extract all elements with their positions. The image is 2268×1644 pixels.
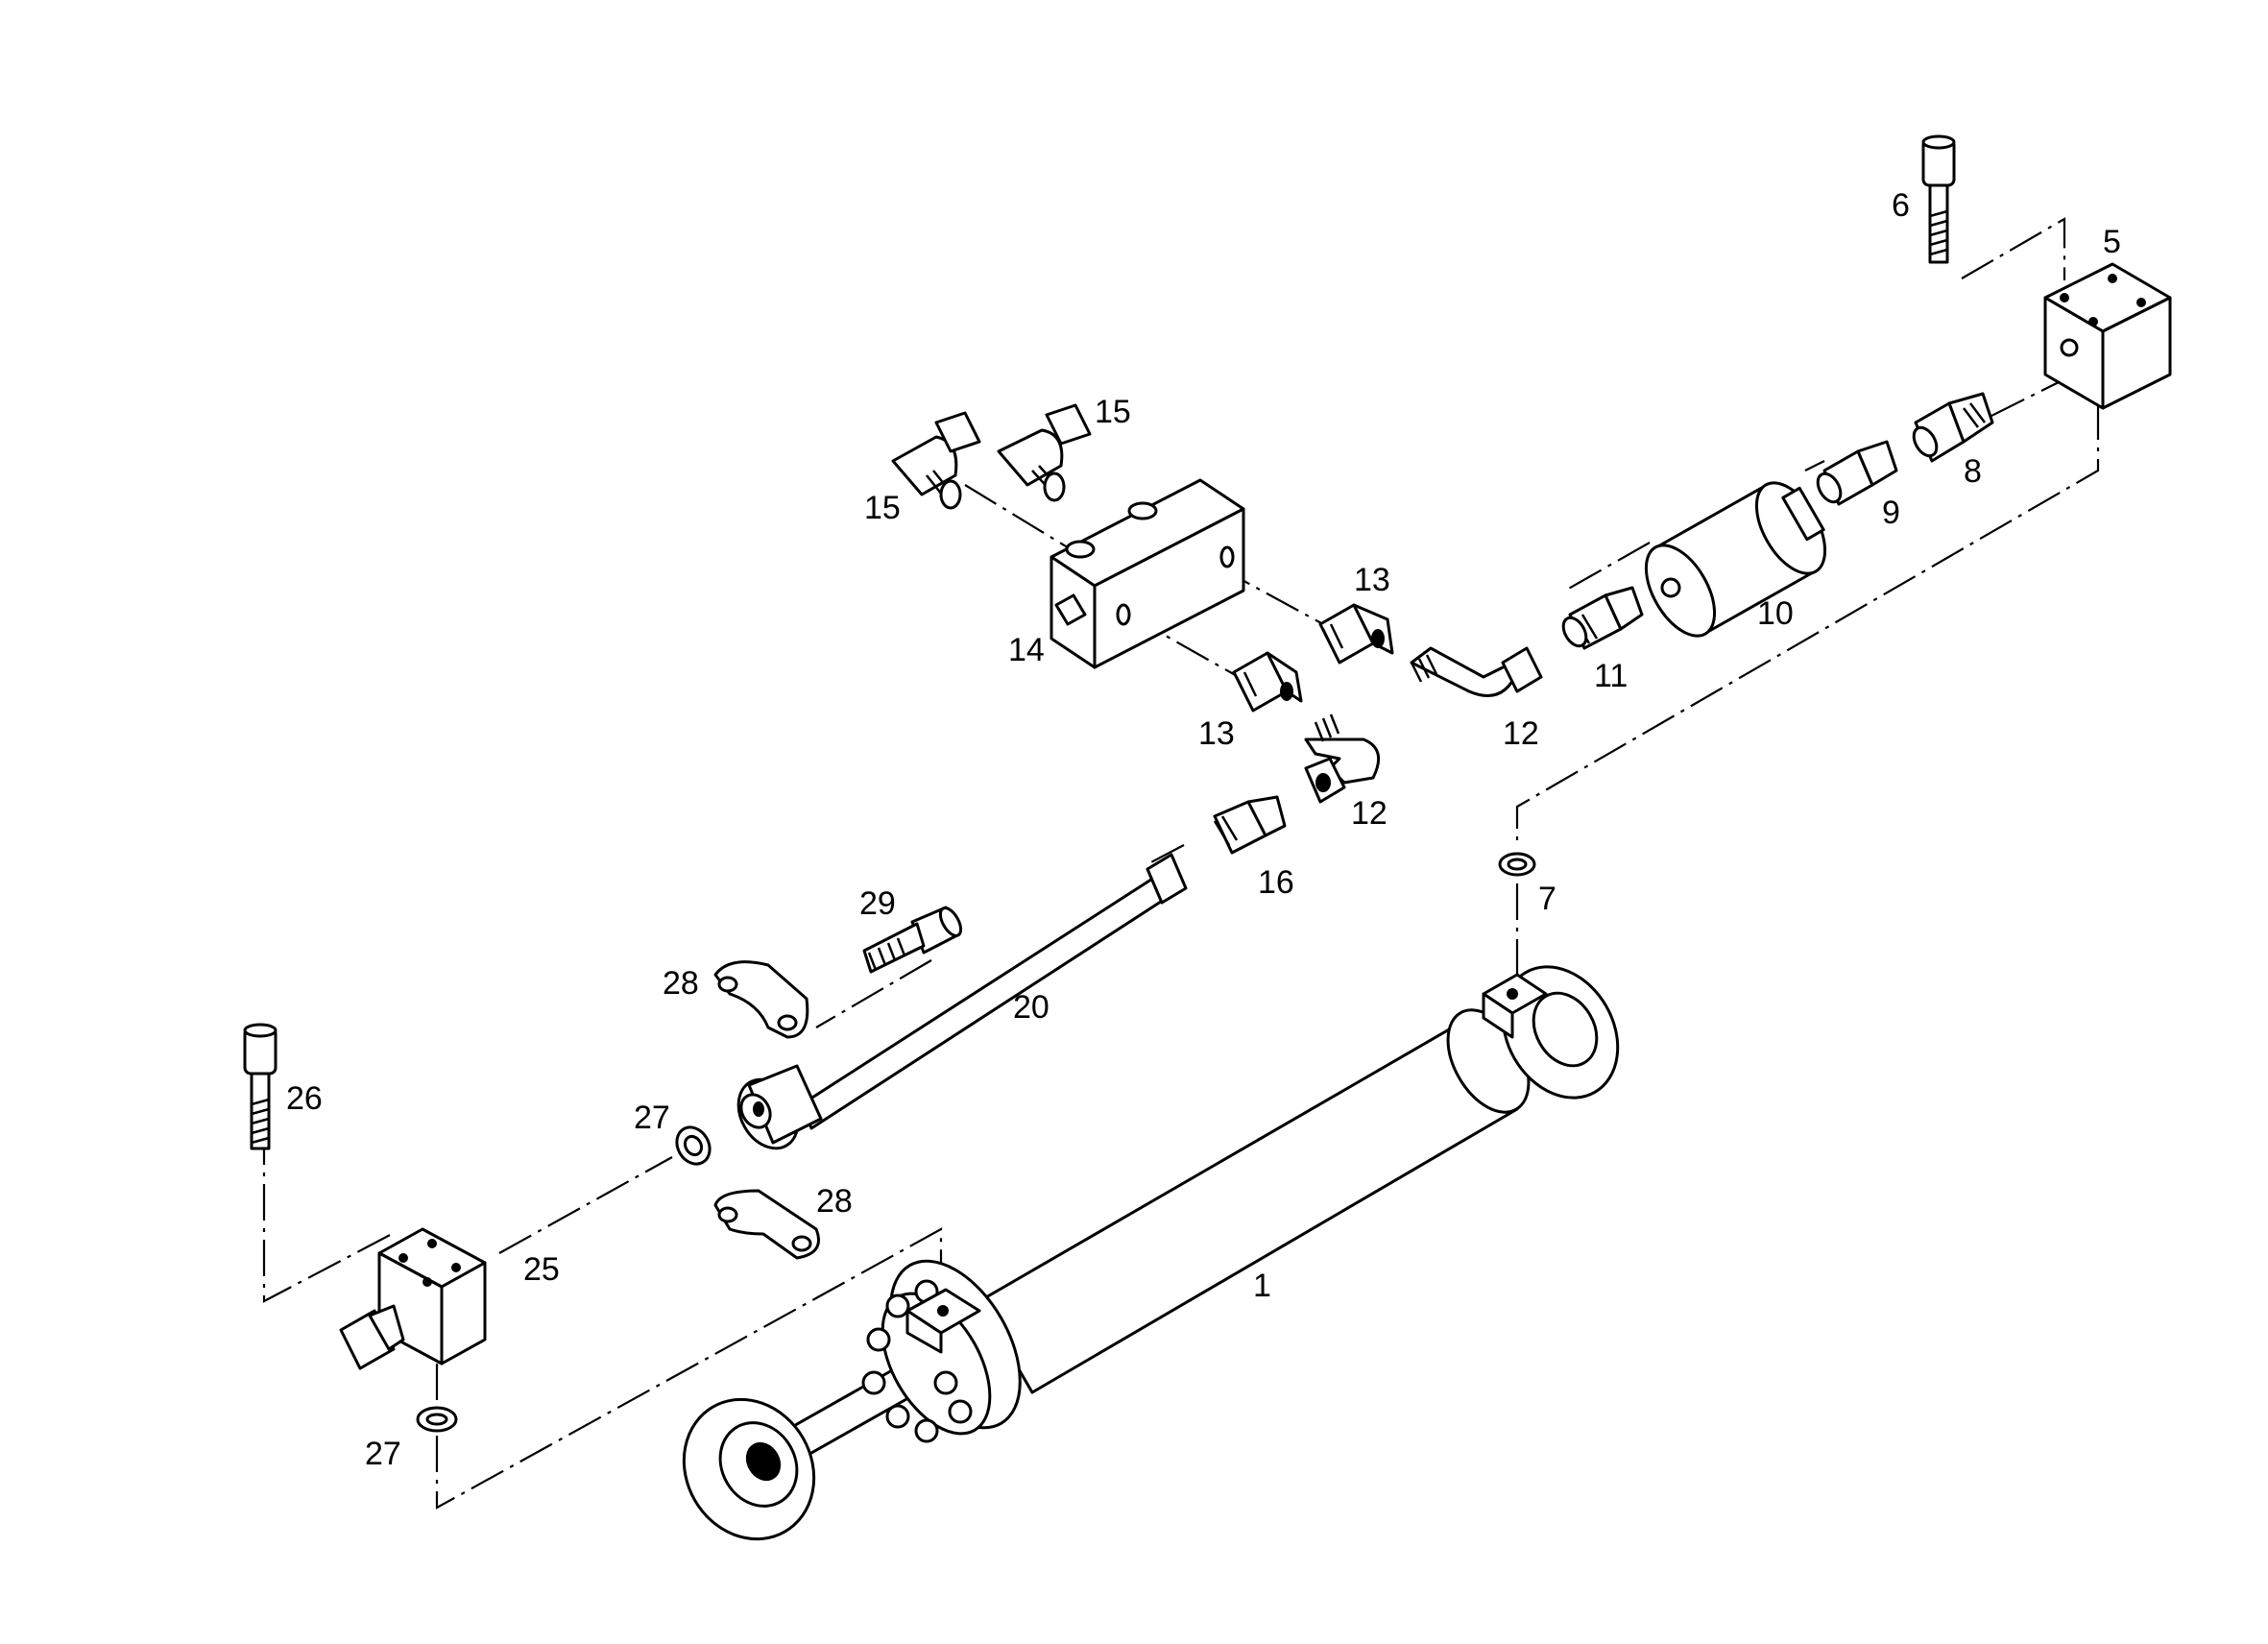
- leader-lines: [262, 217, 2100, 1510]
- callout-11: 11: [1594, 658, 1628, 694]
- fitting-9: [1816, 440, 1898, 506]
- callout-26: 26: [286, 1080, 323, 1117]
- elbow-fitting-12-lower: [1304, 713, 1381, 804]
- callout-27b: 27: [365, 1436, 401, 1472]
- seal-ring-27-upper: [675, 1125, 712, 1166]
- callout-8: 8: [1964, 453, 1982, 490]
- block-25: [339, 1227, 487, 1370]
- callout-28b: 28: [816, 1183, 853, 1220]
- fitting-8: [1912, 392, 1994, 463]
- callout-25: 25: [523, 1251, 560, 1288]
- fitting-13-upper: [1318, 603, 1394, 665]
- callout-14: 14: [1008, 632, 1045, 668]
- cap-screw-29: [862, 906, 963, 974]
- callout-29: 29: [859, 885, 896, 922]
- callout-9: 9: [1882, 495, 1900, 531]
- valve-block-5: [2043, 262, 2172, 410]
- callout-1: 1: [1253, 1268, 1271, 1304]
- callout-10: 10: [1757, 595, 1794, 632]
- elbow-fitting-15-right: [997, 403, 1092, 502]
- callout-13a: 13: [1354, 562, 1390, 598]
- callout-13b: 13: [1198, 715, 1235, 752]
- cap-screw-26: [243, 1023, 277, 1150]
- seal-ring-7: [1498, 852, 1536, 877]
- elbow-fitting-12-upper: [1410, 646, 1543, 697]
- callout-27a: 27: [634, 1100, 670, 1136]
- callout-20: 20: [1013, 989, 1050, 1026]
- callout-28a: 28: [663, 965, 699, 1002]
- fitting-16: [1213, 795, 1287, 855]
- callout-7: 7: [1538, 881, 1556, 917]
- callout-12b: 12: [1351, 795, 1387, 832]
- seal-ring-27-lower: [416, 1406, 458, 1433]
- callout-16: 16: [1258, 864, 1294, 901]
- tube-20: [736, 853, 1188, 1150]
- callout-15a: 15: [1095, 394, 1131, 430]
- callout-6: 6: [1892, 187, 1910, 224]
- elbow-fitting-15-left: [891, 411, 981, 510]
- callout-5: 5: [2103, 224, 2121, 260]
- cap-screw-6: [1921, 134, 1956, 264]
- valve-10: [1644, 481, 1827, 638]
- fitting-13-lower: [1232, 651, 1303, 713]
- manifold-block-14: [1050, 478, 1245, 669]
- clamp-half-28-lower: [713, 1189, 820, 1260]
- callout-12a: 12: [1503, 715, 1539, 752]
- callout-15b: 15: [864, 490, 901, 526]
- hydraulic-cylinder: [682, 965, 1620, 1541]
- fitting-11: [1561, 586, 1644, 650]
- clamp-half-28-upper: [713, 960, 809, 1039]
- callout-labels: 1 5 6 7 8 9 10 11 12 12 13 13 14 15 15 1…: [286, 187, 2121, 1472]
